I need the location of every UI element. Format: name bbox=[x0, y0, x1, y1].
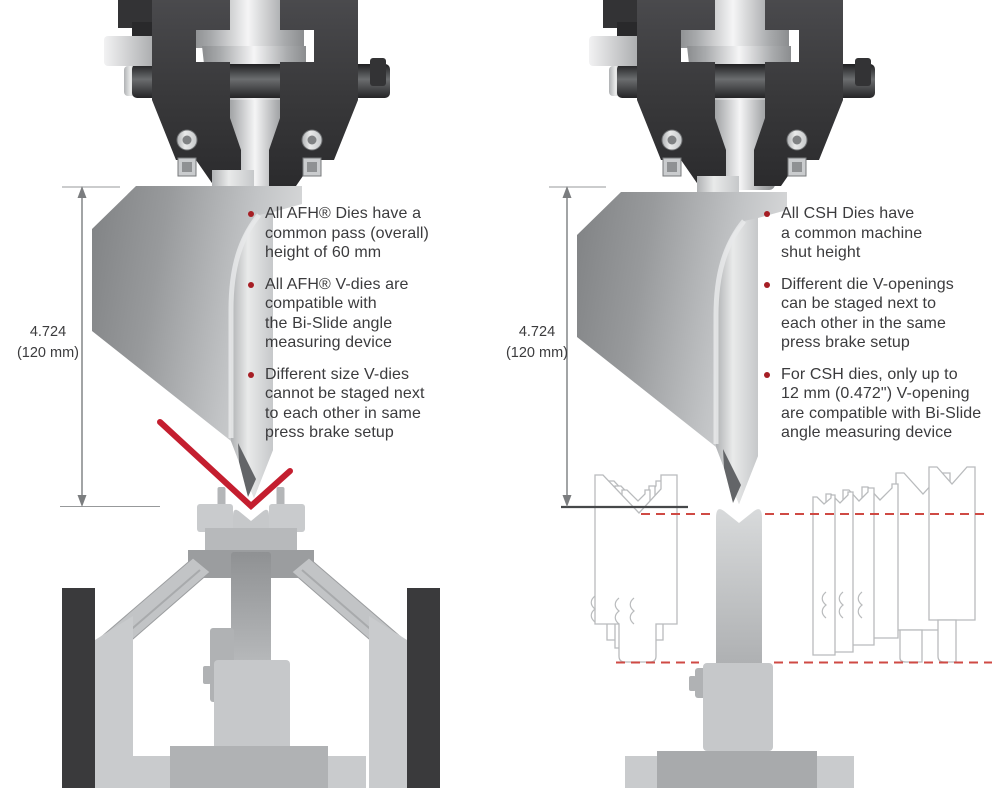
afh-notes-list: All AFH® Dies have a common pass (overal… bbox=[248, 204, 496, 455]
right-machine bbox=[549, 0, 992, 788]
gooseneck-punch-right bbox=[577, 176, 787, 504]
bullet-icon bbox=[248, 211, 254, 217]
punch-clamp-right bbox=[588, 0, 876, 191]
staged-die-outline bbox=[812, 494, 836, 656]
note-text: All AFH® Dies have a common pass (overal… bbox=[265, 205, 429, 261]
bullet-icon bbox=[248, 371, 254, 378]
shut-height-dashed-lines bbox=[616, 513, 992, 664]
staged-dies-outlines bbox=[590, 466, 976, 663]
note-text: All CSH Dies have a common machine shut … bbox=[781, 205, 923, 261]
die-base bbox=[170, 746, 328, 788]
dimension-value: 4.724 bbox=[518, 324, 556, 340]
dimension-label-right: 4.724 (120 mm) bbox=[496, 322, 578, 364]
list-item: All AFH® V-dies are compatible with the … bbox=[248, 275, 496, 353]
dimension-label-left: 4.724 (120 mm) bbox=[7, 322, 89, 364]
staged-die-outline bbox=[937, 619, 957, 663]
bullet-icon bbox=[248, 281, 254, 288]
list-item: All AFH® Dies have a common pass (overal… bbox=[248, 204, 496, 263]
left-machine bbox=[60, 0, 440, 788]
grip-notch bbox=[857, 591, 863, 619]
list-item: All CSH Dies have a common machine shut … bbox=[764, 204, 997, 263]
csh-die bbox=[716, 509, 762, 665]
bullet-icon bbox=[764, 211, 770, 217]
grip-notch bbox=[629, 597, 635, 625]
frame-block-right bbox=[407, 588, 440, 788]
die-assembly-left bbox=[60, 487, 440, 788]
dimension-value: 4.724 bbox=[29, 324, 67, 340]
bi-slide-pin bbox=[217, 487, 226, 507]
list-item: For CSH dies, only up to 12 mm (0.472") … bbox=[764, 365, 997, 443]
bent-sheet-red-v bbox=[157, 419, 293, 511]
dimension-unit: (120 mm) bbox=[505, 345, 569, 361]
die-base bbox=[657, 751, 817, 788]
punch-clamp-left bbox=[103, 0, 391, 191]
csh-notes-list: All CSH Dies have a common machine shut … bbox=[764, 204, 997, 455]
dimension-right bbox=[549, 186, 688, 509]
note-text: For CSH dies, only up to 12 mm (0.472") … bbox=[781, 365, 982, 442]
bullet-icon bbox=[764, 281, 770, 288]
dimension-unit: (120 mm) bbox=[16, 345, 80, 361]
list-item: Different size V-dies cannot be staged n… bbox=[248, 365, 496, 443]
grip-notch bbox=[590, 595, 596, 623]
grip-notch bbox=[838, 591, 844, 619]
bullet-icon bbox=[764, 371, 770, 378]
bi-slide-pin bbox=[276, 487, 285, 507]
note-text: Different size V-dies cannot be staged n… bbox=[265, 365, 425, 442]
frame-block-left bbox=[62, 588, 95, 788]
die-column-right bbox=[625, 509, 854, 788]
staged-die-outline bbox=[899, 629, 923, 663]
grip-notch bbox=[821, 591, 827, 619]
note-text: Different die V-openings can be staged n… bbox=[781, 275, 954, 352]
dimension-left bbox=[62, 186, 120, 507]
staged-die-outline bbox=[928, 466, 976, 621]
note-text: All AFH® V-dies are compatible with the … bbox=[265, 275, 409, 352]
grip-notch bbox=[614, 597, 620, 625]
list-item: Different die V-openings can be staged n… bbox=[764, 275, 997, 353]
